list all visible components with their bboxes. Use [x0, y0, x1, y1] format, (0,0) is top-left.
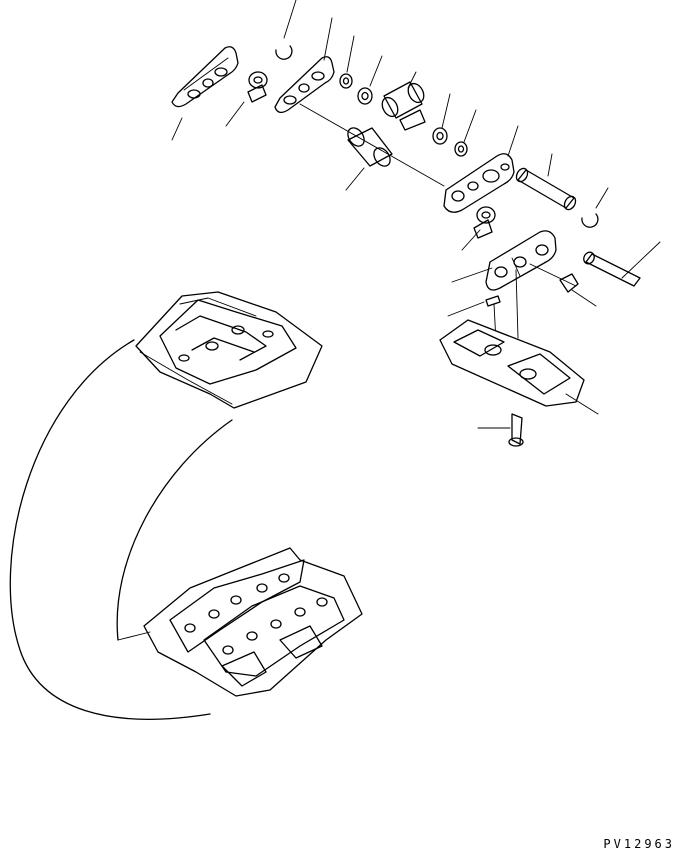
snap-ring-top	[275, 45, 293, 60]
washer-1	[339, 73, 353, 89]
master-link-lower	[485, 230, 557, 291]
master-link-left	[171, 46, 239, 108]
track-shoes-top	[135, 291, 323, 409]
washer-2	[357, 87, 373, 105]
seal-ring-right	[473, 206, 496, 239]
lock-pin	[485, 295, 501, 307]
washer-4	[454, 141, 468, 157]
bushing-upper	[381, 81, 426, 131]
track-shoe-single	[439, 319, 585, 407]
master-link-upper	[274, 56, 335, 114]
alignment-line-upper	[299, 103, 445, 187]
leader-lines	[171, 0, 661, 429]
bushing-lower	[347, 127, 393, 167]
snap-ring-right	[581, 213, 599, 228]
washer-3	[432, 127, 448, 145]
shoe-bolt	[508, 413, 524, 447]
seal-ring-left	[247, 71, 268, 103]
master-pin	[515, 167, 577, 211]
track-links-bottom	[117, 547, 363, 697]
drawing-reference-code: PV12963	[603, 837, 675, 851]
track-pin-right	[583, 251, 641, 287]
track-loop-outline	[9, 339, 233, 720]
master-link-middle	[443, 153, 515, 213]
